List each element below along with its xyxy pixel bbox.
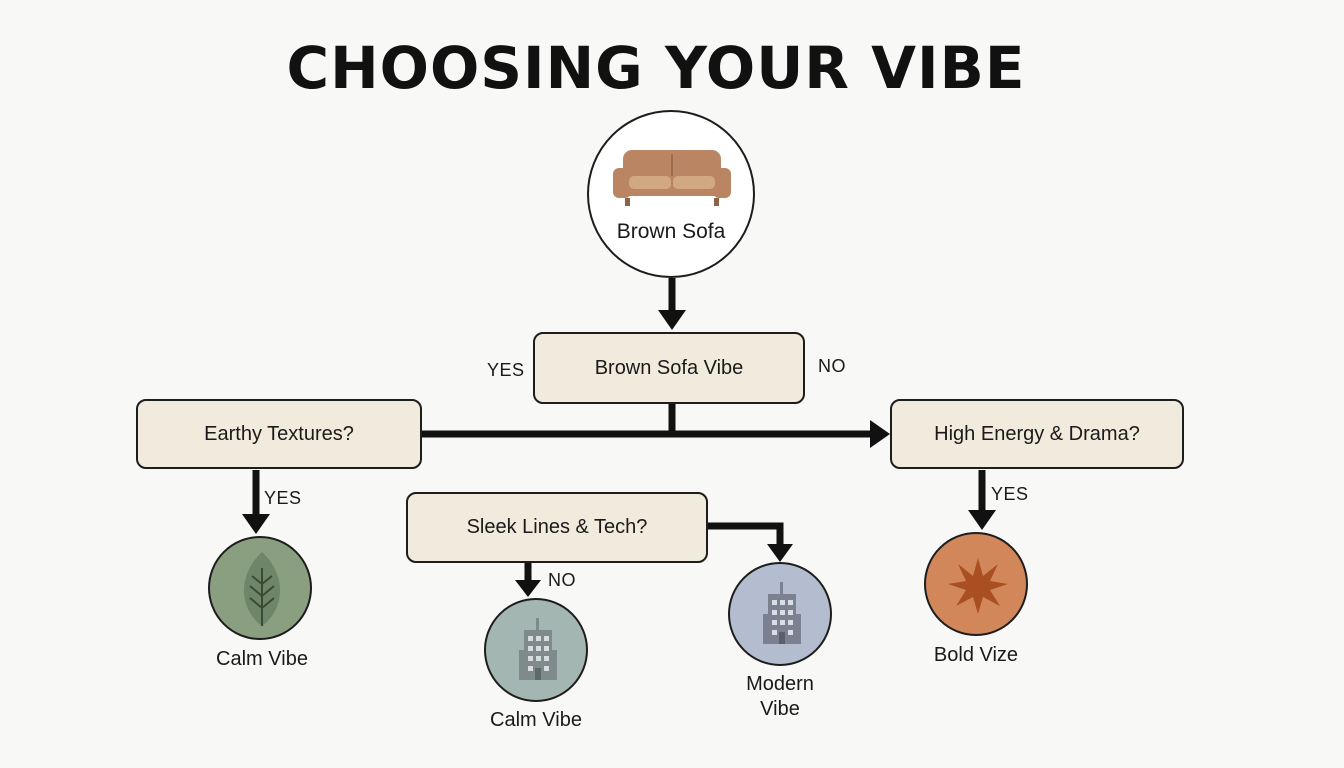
start-node-label: Brown Sofa <box>616 220 726 243</box>
calm-vibe-leaf-label: Calm Vibe <box>216 648 308 670</box>
sofa-icon <box>613 150 731 206</box>
root-node-label: Brown Sofa Vibe <box>594 356 744 379</box>
building-icon <box>519 618 557 680</box>
root-node: Brown Sofa Vibe <box>533 332 805 404</box>
edge-label-yes-left: YES <box>487 360 525 380</box>
arrowhead-energy <box>870 420 890 448</box>
modern-vibe-label-line1: Modern <box>746 673 814 695</box>
page-title: CHOOSING YOUR VIBE <box>286 34 1026 102</box>
earthy-node: Earthy Textures? <box>136 399 422 469</box>
arrowhead-root <box>658 310 686 330</box>
calm-vibe-building-label: Calm Vibe <box>490 709 582 731</box>
modern-vibe-node <box>728 562 832 666</box>
edge-label-yes-earthy: YES <box>264 488 302 508</box>
bold-vibe-label: Bold Vize <box>933 644 1019 666</box>
connector-sleek-modern <box>708 522 784 546</box>
modern-vibe-label: Modern Vibe <box>710 672 850 722</box>
earthy-node-label: Earthy Textures? <box>204 422 354 445</box>
start-node: Brown Sofa <box>587 110 755 278</box>
sleek-node-label: Sleek Lines & Tech? <box>466 516 648 538</box>
energy-node: High Energy & Drama? <box>890 399 1184 469</box>
edge-label-no-sleek: NO <box>548 570 576 590</box>
calm-vibe-leaf-node <box>208 536 312 640</box>
sleek-node: Sleek Lines & Tech? <box>406 492 708 563</box>
arrowhead-calm-building <box>515 580 541 597</box>
modern-vibe-label-line2: Vibe <box>760 698 800 720</box>
building-icon <box>763 582 801 644</box>
energy-node-label: High Energy & Drama? <box>934 422 1140 445</box>
leaf-icon <box>244 552 280 626</box>
edge-label-yes-energy: YES <box>991 484 1029 504</box>
edge-label-no-right: NO <box>818 356 846 376</box>
arrowhead-modern <box>767 544 793 562</box>
bold-vibe-node <box>924 532 1028 636</box>
starburst-icon <box>948 558 1008 614</box>
calm-vibe-building-node <box>484 598 588 702</box>
arrowhead-calm-leaf <box>242 514 270 534</box>
arrowhead-bold <box>968 510 996 530</box>
